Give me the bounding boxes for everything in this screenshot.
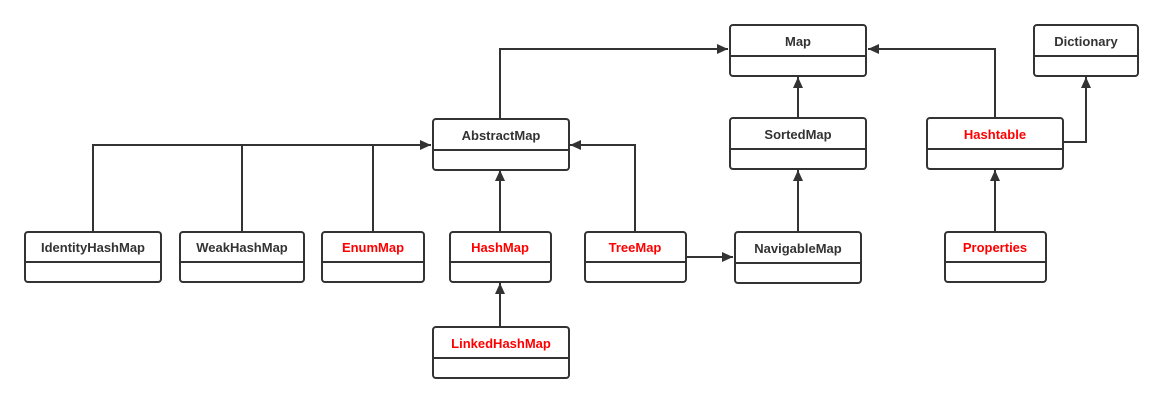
class-name-weakhashmap: WeakHashMap [196,240,288,255]
class-name-linkedhashmap: LinkedHashMap [451,336,551,351]
class-name-dictionary: Dictionary [1054,34,1118,49]
class-name-hashmap: HashMap [471,240,529,255]
class-box-properties[interactable]: Properties [944,231,1047,283]
class-name-treemap: TreeMap [609,240,662,255]
class-box-weakhashmap[interactable]: WeakHashMap [179,231,305,283]
class-box-linkedhashmap[interactable]: LinkedHashMap [432,326,570,379]
edge-treemap-abstractmap [570,140,636,232]
class-box-hashtable[interactable]: Hashtable [926,117,1064,170]
class-name-properties: Properties [963,240,1027,255]
class-name-identityhashmap: IdentityHashMap [41,240,145,255]
class-box-navigablemap[interactable]: NavigableMap [734,231,862,284]
class-box-map[interactable]: Map [729,24,867,77]
edge-hashtable-dictionary [1063,77,1091,143]
class-box-sortedmap[interactable]: SortedMap [729,117,867,170]
class-box-dictionary[interactable]: Dictionary [1033,24,1139,77]
class-box-enummap[interactable]: EnumMap [321,231,425,283]
edge-abstractmap-map [499,44,728,119]
class-box-abstractmap[interactable]: AbstractMap [432,118,570,171]
class-box-identityhashmap[interactable]: IdentityHashMap [24,231,162,283]
edge-identityhashmap-abstractmap [92,140,431,232]
class-name-enummap: EnumMap [342,240,404,255]
class-name-abstractmap: AbstractMap [462,128,541,143]
class-name-map: Map [785,34,811,49]
class-name-navigablemap: NavigableMap [754,241,841,256]
class-name-sortedmap: SortedMap [764,127,831,142]
class-box-hashmap[interactable]: HashMap [449,231,552,283]
edge-hashtable-map [868,44,996,118]
class-name-hashtable: Hashtable [964,127,1026,142]
class-box-treemap[interactable]: TreeMap [584,231,687,283]
